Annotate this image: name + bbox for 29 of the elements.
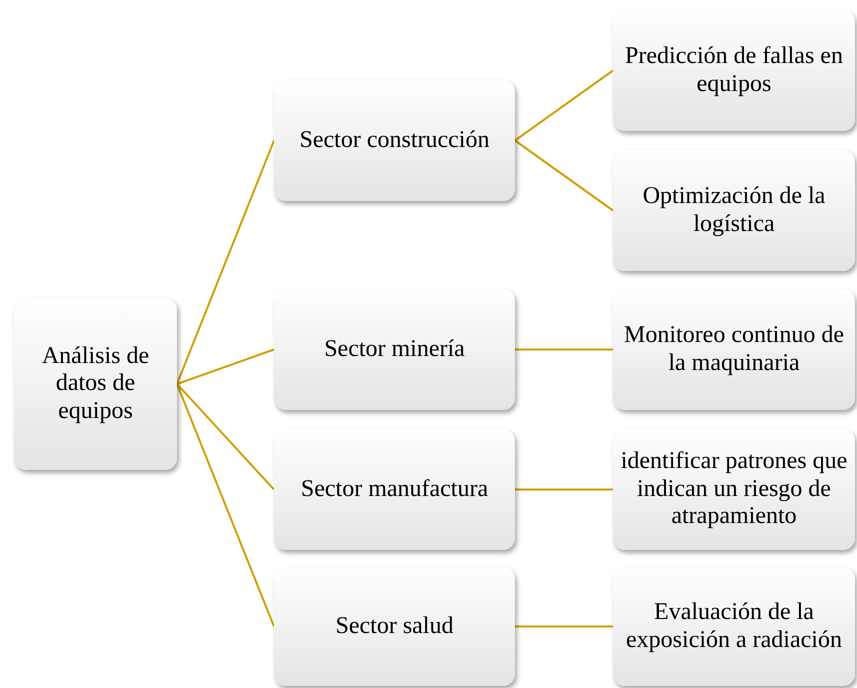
node-label: Evaluación de la exposición a radiación [625, 598, 843, 654]
connector-line [515, 626, 613, 628]
rounded-box [613, 567, 855, 686]
connector-line [514, 140, 614, 212]
rounded-box [613, 10, 855, 131]
node-label: Sector salud [336, 612, 454, 640]
connector-line [176, 348, 274, 385]
rounded-box [613, 150, 855, 271]
connector-line [514, 70, 614, 142]
rounded-box [14, 298, 177, 470]
rounded-box [613, 289, 855, 410]
connector-line [176, 383, 275, 490]
node-label: Sector minería [324, 336, 465, 364]
node-label: Sector construcción [300, 126, 490, 154]
connector-line [515, 348, 613, 350]
node-label: Monitoreo continuo de la maquinaria [623, 322, 845, 378]
node-label: Predicción de fallas en equipos [624, 42, 844, 98]
connector-line [176, 384, 275, 627]
connector-line [176, 140, 275, 384]
connector-line [515, 488, 613, 490]
rounded-box [274, 567, 515, 686]
node-label: Sector manufactura [300, 476, 488, 504]
node-label: Optimización de la logística [642, 182, 826, 238]
rounded-box [274, 429, 515, 550]
node-label: identificar patrones que indican un riesgo de atrapamiento [620, 448, 848, 531]
rounded-box [274, 289, 515, 410]
node-label: Análisis de datos de equipos [40, 342, 150, 426]
rounded-box [613, 429, 855, 550]
rounded-box [274, 80, 515, 201]
